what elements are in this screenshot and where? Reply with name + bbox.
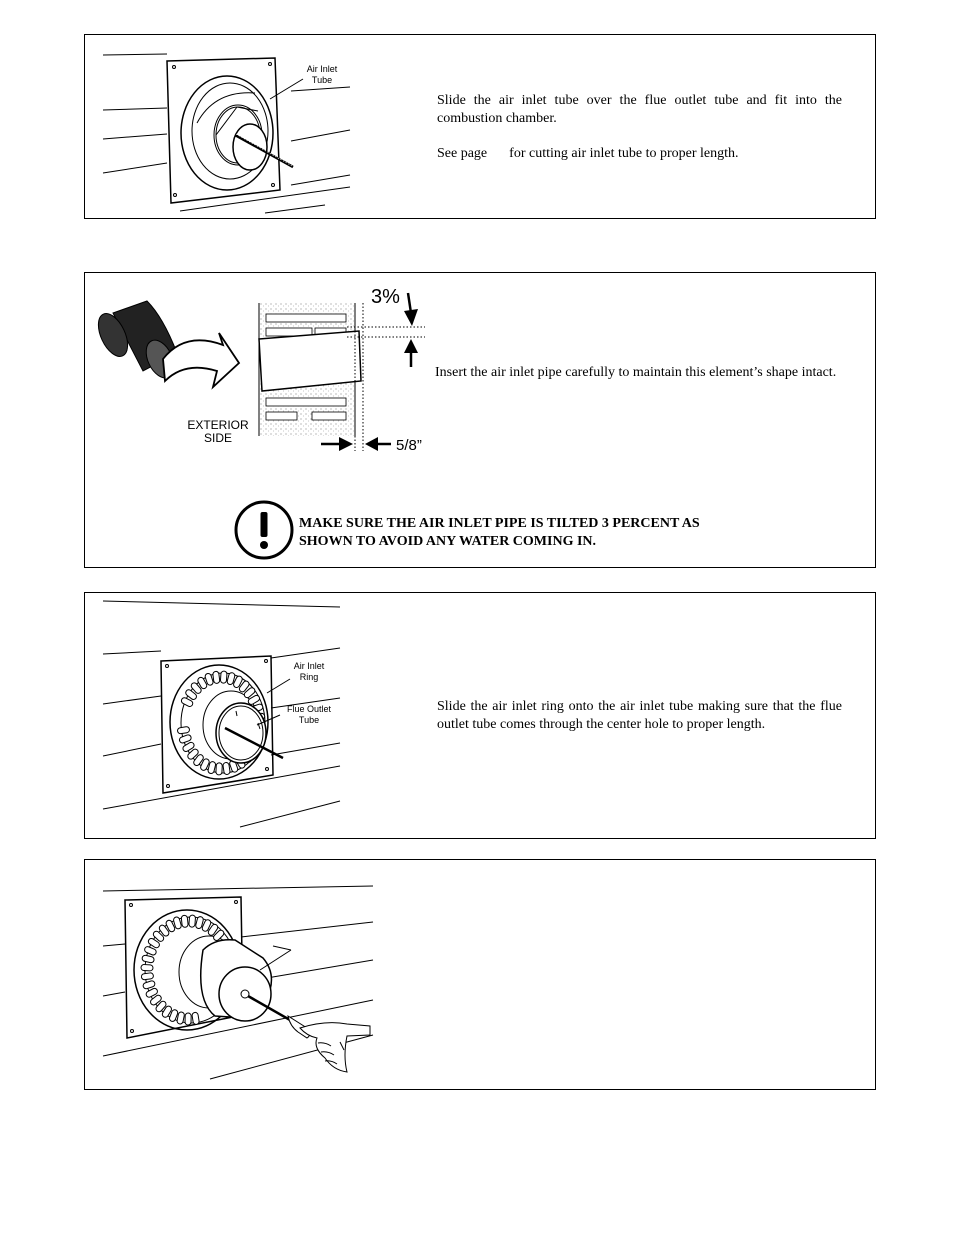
step-panel-1: Air Inlet Tube Slide the air inlet tube … [84, 34, 876, 219]
vent-slot [201, 919, 212, 932]
vent-slot [142, 980, 156, 990]
vent-slot [144, 946, 157, 956]
vent-slot [219, 670, 228, 684]
callout-air-inlet-tube-line1: Air Inlet [307, 64, 338, 74]
vent-slot [233, 675, 243, 688]
vent-slot [176, 1011, 185, 1025]
callout-air-inlet-tube-line2: Tube [312, 75, 332, 85]
step-panel-2: 3% 5/8” EXTERIOR SIDE Insert the air inl… [84, 272, 876, 568]
see-page-prefix: See page [437, 146, 488, 161]
vent-slot [213, 929, 225, 942]
screwdriver-illustration [102, 885, 374, 1080]
warning-line1: MAKE SURE THE AIR INLET PIPE IS TILTED 3… [299, 516, 700, 531]
vent-slot [197, 676, 208, 690]
vent-slot [191, 1011, 200, 1025]
vent-slot [238, 680, 250, 693]
vent-slot [169, 1009, 179, 1022]
vent-slot [180, 914, 189, 928]
vent-slot [147, 937, 160, 949]
see-page-suffix: for cutting air inlet tube to proper len… [509, 146, 739, 161]
vent-slot [140, 972, 154, 981]
vent-slot [178, 734, 192, 744]
vent-slot [207, 923, 219, 936]
vent-slot [161, 1005, 172, 1018]
vent-slot [215, 762, 223, 776]
vent-slot [177, 726, 190, 735]
step1-instructions: Slide the air inlet tube over the flue o… [437, 92, 842, 163]
vent-slot [226, 672, 236, 685]
vent-slot [187, 748, 199, 760]
insert-arrow-icon [162, 332, 241, 390]
callout-flue-outlet-tube-line1: Flue Outlet [287, 704, 332, 714]
vent-slot [195, 916, 204, 930]
slope-arrow-top-icon [406, 292, 413, 314]
vent-slot [155, 1000, 167, 1013]
callout-air-inlet-ring-line1: Air Inlet [294, 661, 325, 671]
vent-slot [182, 741, 195, 752]
warning-line2: SHOWN TO AVOID ANY WATER COMING IN. [299, 534, 597, 549]
air-inlet-tube-illustration: Air Inlet Tube [102, 53, 351, 214]
vent-slot [185, 689, 197, 700]
callout-air-inlet-ring-line2: Ring [300, 672, 319, 682]
see-page-note: See page for cutting air inlet tube to pr… [437, 145, 842, 163]
vent-slot [243, 687, 256, 699]
vent-slot [173, 916, 182, 930]
warning-icon [234, 500, 294, 560]
vent-slot [247, 694, 260, 705]
vent-slot [204, 672, 214, 686]
vent-slot [200, 758, 210, 771]
vent-slot [150, 994, 162, 1006]
slope-label: 3% [371, 286, 400, 308]
exterior-side-label-line2: SIDE [204, 431, 232, 445]
vent-slot [188, 914, 196, 928]
vent-slot [193, 754, 204, 767]
warning-text: MAKE SURE THE AIR INLET PIPE IS TILTED 3… [299, 515, 819, 551]
callout-flue-outlet-tube-line2: Tube [299, 715, 319, 725]
slope-diagram: 3% 5/8” EXTERIOR SIDE [97, 286, 425, 454]
vent-slot [165, 919, 176, 933]
gap-label: 5/8” [396, 437, 422, 454]
vent-slot [140, 964, 154, 972]
vent-slot [180, 697, 194, 707]
vent-slot [190, 682, 202, 694]
vent-slot [212, 670, 221, 684]
vent-slot [152, 930, 165, 942]
step1-text: Slide the air inlet tube over the flue o… [437, 93, 842, 126]
exterior-side-label-line1: EXTERIOR [187, 418, 249, 432]
vent-slot [141, 954, 155, 964]
vent-slot [222, 762, 231, 775]
vent-slot [207, 761, 217, 775]
vent-slot [184, 1012, 192, 1026]
step2-text: Insert the air inlet pipe carefully to m… [435, 365, 837, 380]
step-panel-3: Air Inlet Ring Flue Outlet Tube Slide th… [84, 592, 876, 839]
air-inlet-ring-illustration: Air Inlet Ring Flue Outlet Tube [102, 600, 341, 828]
vent-slot [145, 987, 158, 998]
step-panel-4 [84, 859, 876, 1090]
step3-text: Slide the air inlet ring onto the air in… [437, 699, 842, 732]
vent-slot [158, 924, 170, 937]
